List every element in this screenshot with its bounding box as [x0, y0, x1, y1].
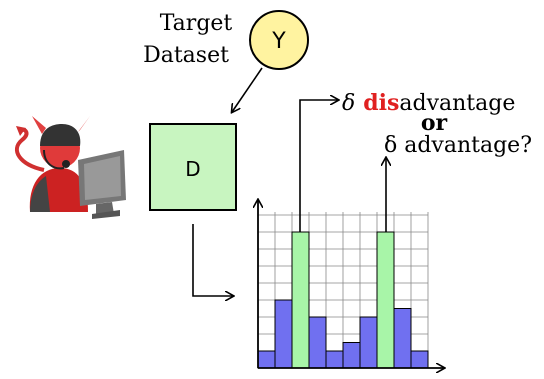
target-to-dataset-arrow [232, 67, 263, 112]
histogram-bar [308, 316, 327, 369]
bar-to-disadvantage-arrow [299, 100, 338, 232]
histogram-bar [257, 350, 276, 369]
histogram [258, 200, 444, 368]
target-node: Y [249, 10, 309, 70]
histogram-bar [410, 350, 429, 369]
histogram-bar [359, 316, 378, 369]
target-label-line2: Dataset [143, 43, 229, 68]
devil-hacker-icon [15, 116, 126, 219]
histogram-bar [342, 342, 361, 369]
histogram-bar [325, 350, 344, 369]
dataset-node: D [149, 123, 237, 211]
histogram-bar [393, 308, 412, 369]
advantage-label: δ advantage? [384, 133, 532, 158]
dataset-node-label: D [185, 157, 200, 181]
target-node-label: Y [271, 29, 286, 54]
dis-prefix: dis [363, 90, 399, 116]
histogram-bar-highlighted [291, 231, 310, 369]
target-circle [249, 10, 309, 70]
dataset-box [149, 123, 237, 211]
delta-symbol: δ [342, 91, 355, 116]
target-label-line1: Target [160, 11, 233, 36]
dis-suffix: advantage [399, 91, 515, 116]
histogram-bar-highlighted [376, 231, 395, 369]
histogram-bar [274, 299, 293, 369]
or-label: or [421, 110, 448, 136]
dataset-to-histogram-arrow [192, 224, 233, 296]
